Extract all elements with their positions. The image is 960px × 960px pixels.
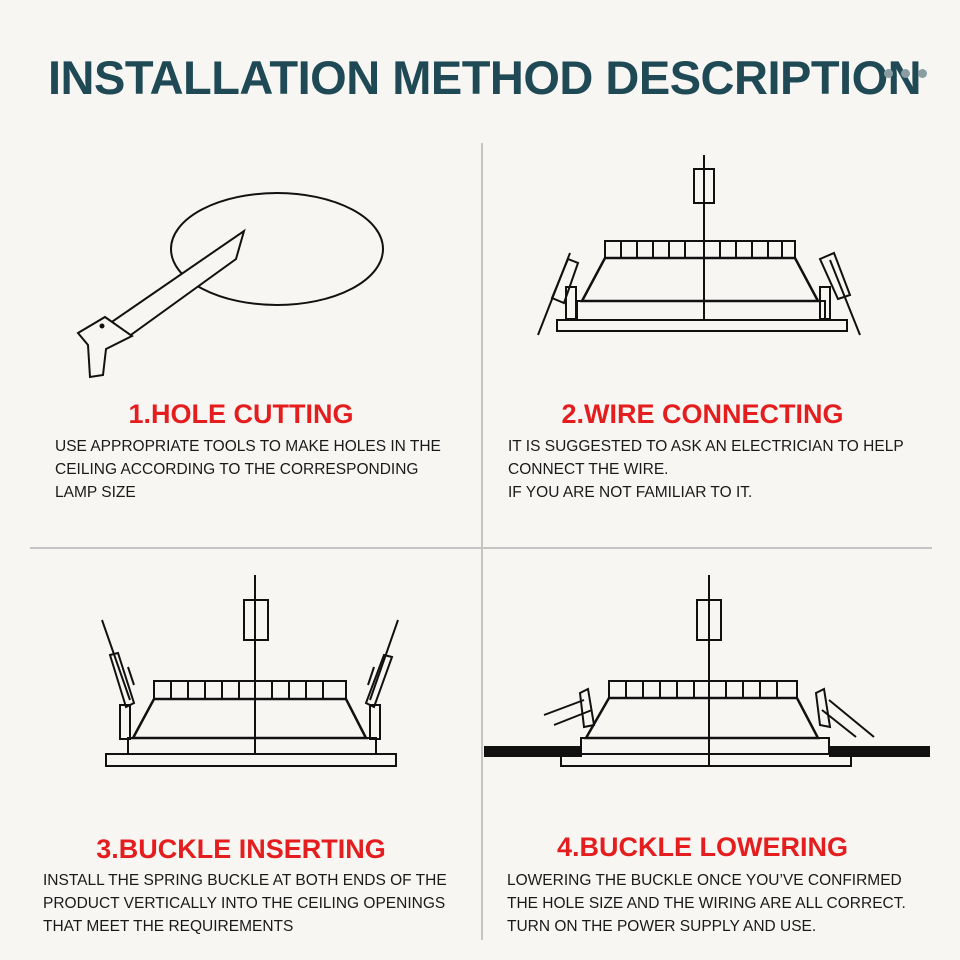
panel-light-installed-icon xyxy=(484,575,930,775)
step-3-line: THAT MEET THE REQUIREMENTS xyxy=(43,918,294,935)
step-2-line: IF YOU ARE NOT FAMILIAR TO IT. xyxy=(508,484,753,501)
step-4-title: 4.BUCKLE LOWERING xyxy=(556,832,848,862)
step-2-description: IT IS SUGGESTED TO ASK AN ELECTRICIAN TO… xyxy=(508,435,904,504)
step-4-description: LOWERING THE BUCKLE ONCE YOU’VE CONFIRME… xyxy=(507,869,906,938)
step-3-description: INSTALL THE SPRING BUCKLE AT BOTH ENDS O… xyxy=(43,869,447,938)
step-4-line: THE HOLE SIZE AND THE WIRING ARE ALL COR… xyxy=(507,895,906,912)
page-title: INSTALLATION METHOD DESCRIPTION xyxy=(48,51,922,104)
step-2-title: 2.WIRE CONNECTING xyxy=(561,399,844,429)
step-2-line: CONNECT THE WIRE. xyxy=(508,461,669,478)
step-2-line: IT IS SUGGESTED TO ASK AN ELECTRICIAN TO… xyxy=(508,438,904,455)
ellipsis-icon xyxy=(884,69,928,79)
step-3-line: INSTALL THE SPRING BUCKLE AT BOTH ENDS O… xyxy=(43,872,447,889)
panel-light-buckle-insert-icon xyxy=(98,575,408,775)
step-1-line: LAMP SIZE xyxy=(55,484,136,501)
panel-light-wiring-icon xyxy=(530,155,870,345)
step-1-line: USE APPROPRIATE TOOLS TO MAKE HOLES IN T… xyxy=(55,438,441,455)
horizontal-divider xyxy=(30,547,932,549)
step-1-line: CEILING ACCORDING TO THE CORRESPONDING xyxy=(55,461,419,478)
saw-cutting-hole-icon xyxy=(70,185,390,380)
step-3-title: 3.BUCKLE INSERTING xyxy=(96,834,386,864)
step-3-line: PRODUCT VERTICALLY INTO THE CEILING OPEN… xyxy=(43,895,446,912)
vertical-divider xyxy=(481,143,483,940)
step-4-line: LOWERING THE BUCKLE ONCE YOU’VE CONFIRME… xyxy=(507,872,902,889)
step-4-line: TURN ON THE POWER SUPPLY AND USE. xyxy=(507,918,817,935)
step-1-description: USE APPROPRIATE TOOLS TO MAKE HOLES IN T… xyxy=(55,435,441,504)
step-1-title: 1.HOLE CUTTING xyxy=(128,399,354,429)
